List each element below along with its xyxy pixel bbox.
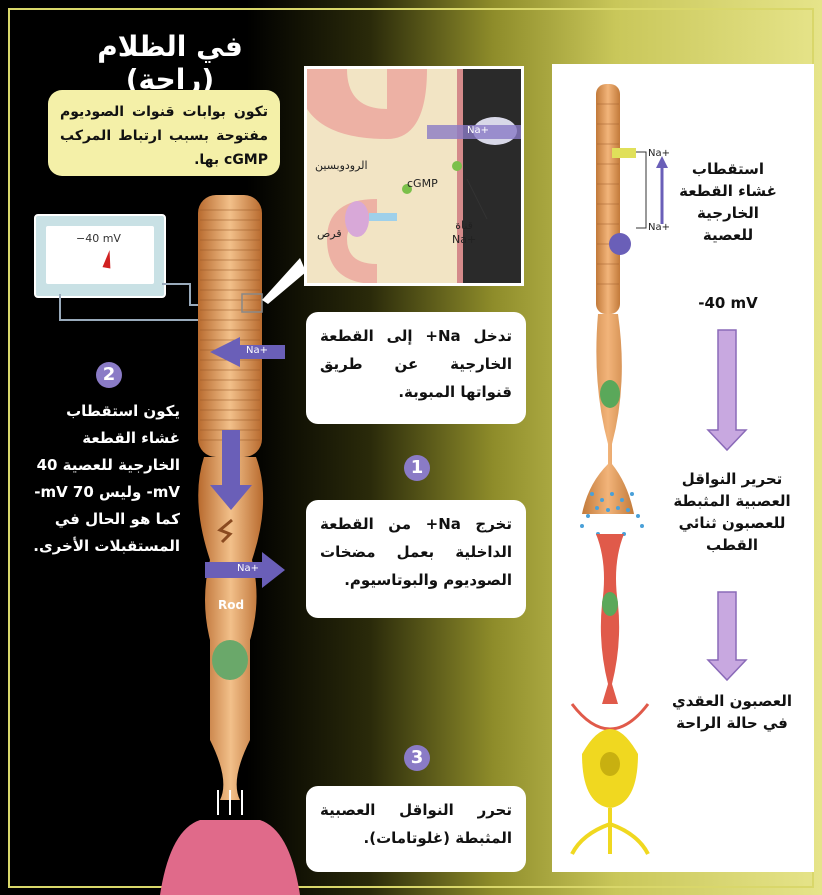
inset-channel-line2: Na+ bbox=[452, 233, 476, 247]
rp-na-top: Na+ bbox=[648, 148, 670, 159]
step3-box: تحرر النواقل العصبية المثبطة (غلوتامات). bbox=[306, 786, 526, 872]
rod-label: Rod bbox=[218, 598, 244, 612]
na-out-label: Na+ bbox=[237, 563, 259, 574]
inset-cgmp: cGMP bbox=[407, 177, 438, 190]
right-panel: Na+ Na+ استقطاب غشاء القطعة الخارجية للع… bbox=[552, 64, 814, 872]
inset-detail: Na+ الرودوبسين cGMP قرص قناة Na+ bbox=[304, 66, 524, 286]
rp-na-bottom: Na+ bbox=[648, 222, 670, 233]
rp-polarization-text: استقطاب غشاء القطعة الخارجية للعصية bbox=[678, 158, 778, 246]
inset-na: Na+ bbox=[467, 125, 489, 136]
inset-disc: قرص bbox=[317, 227, 342, 240]
step3-number: 3 bbox=[404, 745, 430, 771]
step1-entry-box: تدخل Na+ إلى القطعة الخارجية عن طريق قنو… bbox=[306, 312, 526, 424]
step2-text: يكون استقطاب غشاء القطعة الخارجية للعصية… bbox=[30, 398, 180, 560]
inset-channel-line1: قناة bbox=[452, 219, 476, 233]
inset-channel: قناة Na+ bbox=[452, 219, 476, 247]
na-in-label: Na+ bbox=[246, 345, 268, 356]
rp-ganglion-text: العصبون العقدي في حالة الراحة bbox=[662, 690, 802, 734]
step2-number: 2 bbox=[96, 362, 122, 388]
step1-exit-box: تخرج Na+ من القطعة الداخلية بعمل مضخات ا… bbox=[306, 500, 526, 618]
inset-rhodopsin: الرودوبسين bbox=[315, 159, 368, 172]
rp-release-text: تحرير النواقل العصبية المثبطة للعصبون ثن… bbox=[662, 468, 802, 556]
step1-number: 1 bbox=[404, 455, 430, 481]
rp-voltage: -40 mV bbox=[678, 292, 778, 314]
